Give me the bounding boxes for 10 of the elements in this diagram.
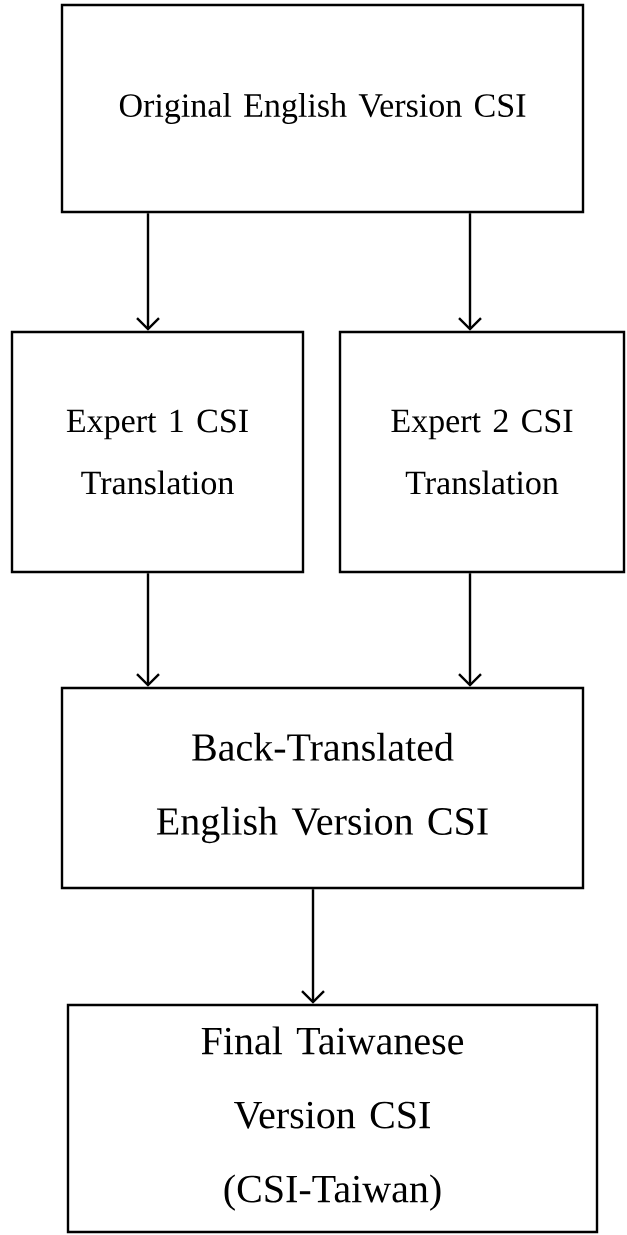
process-box: Back-Translated English Version CSI <box>60 686 585 890</box>
arrow <box>458 213 482 331</box>
process-box: Original English Version CSI <box>60 3 585 214</box>
process-box: Final Taiwanese Version CSI (CSI-Taiwan) <box>66 1003 599 1234</box>
arrow <box>136 213 160 331</box>
arrow <box>136 573 160 687</box>
arrow <box>458 573 482 687</box>
process-box: Expert 1 CSI Translation <box>10 330 305 574</box>
arrow <box>301 889 325 1004</box>
process-box: Expert 2 CSI Translation <box>338 330 626 574</box>
